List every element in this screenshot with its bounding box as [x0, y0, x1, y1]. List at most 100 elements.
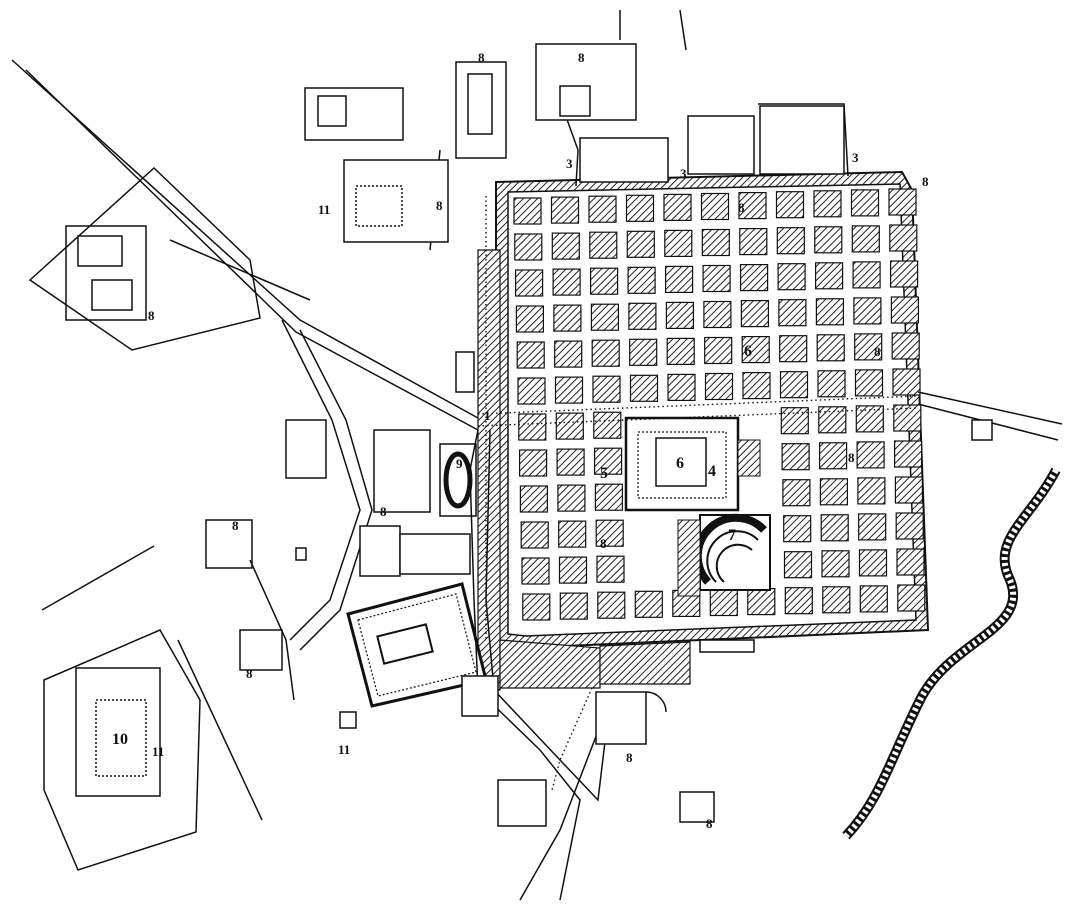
river — [842, 467, 1061, 840]
city-block — [741, 336, 770, 364]
city-block — [858, 549, 888, 577]
label-5: 5 — [600, 465, 608, 482]
label-8-k: 8 — [626, 750, 633, 765]
city-block — [814, 262, 844, 290]
city-block — [704, 372, 734, 401]
city-block — [518, 449, 548, 477]
city-block — [859, 585, 888, 613]
city-block — [552, 268, 581, 296]
city-block — [522, 593, 551, 621]
city-block — [666, 337, 695, 365]
enclosures — [28, 9, 849, 871]
label-8-c: 8 — [738, 200, 745, 215]
city-block — [518, 413, 547, 441]
city-block — [892, 368, 921, 396]
city-block — [815, 298, 845, 326]
city-block — [593, 447, 623, 475]
city-block — [818, 442, 848, 470]
city-block — [857, 477, 886, 505]
label-1: 1 — [484, 408, 491, 423]
city-block — [559, 592, 588, 620]
city-block — [897, 584, 926, 612]
city-block — [893, 404, 922, 432]
city-block — [893, 440, 923, 468]
city-block — [665, 301, 695, 329]
city-block — [664, 265, 694, 293]
label-8-h: 8 — [232, 518, 239, 533]
city-block — [851, 225, 880, 253]
city-block — [558, 556, 588, 584]
city-block — [816, 334, 845, 362]
city-block — [891, 332, 920, 360]
city-block — [597, 591, 626, 619]
city-blocks-grid — [513, 188, 926, 621]
city-block — [856, 441, 885, 469]
city-block — [550, 196, 580, 224]
city-block — [813, 190, 842, 218]
city-block — [738, 192, 767, 220]
label-8-g: 8 — [380, 504, 387, 519]
city-block — [627, 266, 656, 294]
city-block — [896, 548, 925, 576]
city-block — [704, 336, 733, 365]
city-block — [515, 305, 545, 333]
city-block — [589, 231, 618, 259]
city-block — [781, 443, 810, 471]
label-6-forum: 6 — [676, 455, 684, 472]
city-block — [596, 555, 625, 583]
label-8-a: 8 — [478, 50, 485, 65]
city-block — [742, 372, 771, 400]
city-block — [557, 484, 586, 512]
city-block — [634, 590, 663, 618]
city-block — [629, 374, 659, 402]
theatre — [677, 513, 771, 597]
city-block — [783, 551, 813, 579]
label-11-south: 11 — [338, 742, 350, 757]
city-block — [590, 303, 620, 331]
city-block — [517, 377, 546, 405]
label-3-northeast: 3 — [680, 166, 687, 181]
label-3-east: 3 — [852, 150, 859, 165]
city-block — [777, 263, 806, 291]
label-8-i: 8 — [600, 536, 607, 551]
label-8-e: 8 — [148, 308, 155, 323]
city-block — [553, 304, 582, 332]
city-block — [775, 191, 805, 219]
city-block — [850, 189, 880, 217]
city-block — [554, 376, 584, 404]
city-block — [780, 407, 809, 435]
city-block — [776, 227, 805, 255]
outlying-buildings — [65, 43, 993, 827]
city-block — [520, 521, 549, 549]
city-block — [628, 302, 657, 330]
city-block — [821, 550, 850, 578]
city-block — [664, 229, 693, 257]
city-block — [702, 264, 731, 293]
city-block — [629, 338, 658, 366]
label-4: 4 — [708, 463, 716, 480]
city-block — [858, 513, 887, 541]
city-block — [895, 512, 924, 540]
label-8-l: 8 — [706, 816, 713, 831]
city-block — [701, 228, 730, 257]
city-block — [595, 519, 624, 547]
city-block — [555, 412, 584, 440]
city-block — [554, 340, 583, 368]
city-block — [817, 370, 846, 398]
city-block — [779, 335, 808, 363]
city-block — [521, 557, 550, 585]
city-block — [700, 192, 730, 221]
city-block — [626, 230, 655, 258]
label-8-m: 8 — [874, 344, 881, 359]
city-block — [625, 194, 655, 222]
city-block — [593, 411, 622, 439]
city-block — [814, 226, 843, 254]
city-block — [778, 299, 807, 327]
city-block — [784, 587, 813, 615]
label-8-j: 8 — [246, 666, 253, 681]
label-9: 9 — [456, 456, 463, 471]
label-11-southwest: 11 — [152, 744, 164, 759]
city-block — [556, 448, 585, 476]
label-10: 10 — [112, 731, 128, 748]
